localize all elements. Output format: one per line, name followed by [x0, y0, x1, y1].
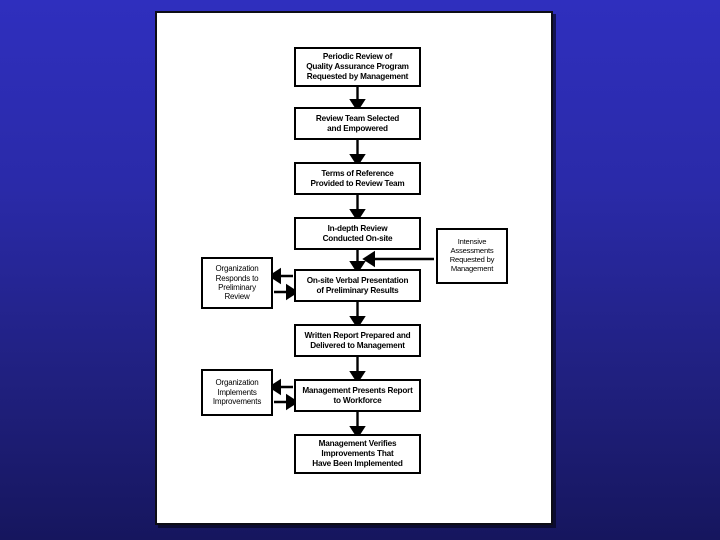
node-label: Organization Implements Improvements: [212, 378, 262, 407]
node-label: Intensive Assessments Requested by Manag…: [449, 237, 495, 273]
node-label: Review Team Selected and Empowered: [315, 113, 400, 133]
flowchart-diagram: Periodic Review of Quality Assurance Pro…: [157, 13, 555, 527]
node-label: In-depth Review Conducted On-site: [322, 223, 393, 243]
node-label: Terms of Reference Provided to Review Te…: [310, 168, 405, 188]
node-written-report[interactable]: Written Report Prepared and Delivered to…: [294, 324, 421, 357]
node-label: Periodic Review of Quality Assurance Pro…: [306, 52, 409, 81]
node-onsite-verbal-presentation[interactable]: On-site Verbal Presentation of Prelimina…: [294, 269, 421, 302]
node-label: Management Verifies Improvements That Ha…: [312, 439, 403, 468]
node-management-verifies[interactable]: Management Verifies Improvements That Ha…: [294, 434, 421, 474]
node-intensive-assessments[interactable]: Intensive Assessments Requested by Manag…: [436, 228, 508, 284]
node-label: Management Presents Report to Workforce: [302, 385, 413, 405]
node-review-team-selected[interactable]: Review Team Selected and Empowered: [294, 107, 421, 140]
node-label: Organization Responds to Preliminary Rev…: [215, 264, 259, 302]
node-in-depth-review[interactable]: In-depth Review Conducted On-site: [294, 217, 421, 250]
node-management-presents-report[interactable]: Management Presents Report to Workforce: [294, 379, 421, 412]
node-label: Written Report Prepared and Delivered to…: [304, 330, 411, 350]
node-periodic-review[interactable]: Periodic Review of Quality Assurance Pro…: [294, 47, 421, 87]
node-organization-responds[interactable]: Organization Responds to Preliminary Rev…: [201, 257, 273, 309]
node-label: On-site Verbal Presentation of Prelimina…: [306, 275, 409, 295]
document-page: Periodic Review of Quality Assurance Pro…: [155, 11, 553, 525]
node-organization-implements[interactable]: Organization Implements Improvements: [201, 369, 273, 416]
node-terms-of-reference[interactable]: Terms of Reference Provided to Review Te…: [294, 162, 421, 195]
